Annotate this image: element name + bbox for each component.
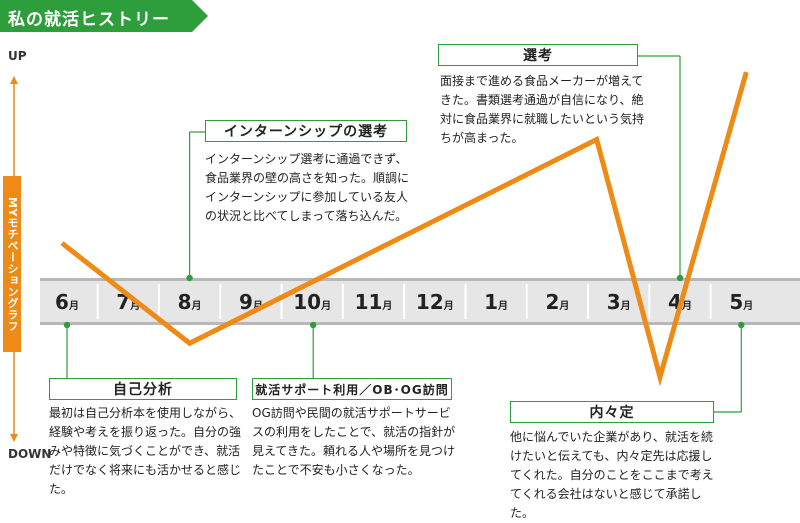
connector-offer-dot [738, 322, 744, 328]
connector-service-dot [310, 322, 316, 328]
connector-intern-dot [186, 275, 192, 281]
annotation-offer-title: 内々定 [510, 401, 714, 423]
annotation-selection-body: 面接まで進める食品メーカーが増えてきた。書類選考通過が自信になり、絶対に食品業界… [440, 72, 650, 148]
axis-up-label: UP [8, 50, 22, 63]
annotation-intern-body: インターンシップ選考に通過できず、食品業界の壁の高さを知った。順調にインターンシ… [205, 150, 413, 226]
annotation-service-body: OG訪問や民間の就活サポートサービスの利用をしたことで、就活の指針が見えてきた。… [252, 404, 458, 480]
annotation-intern-title: インターンシップの選考 [205, 120, 407, 142]
axis-down-label: DOWN [8, 448, 22, 461]
annotation-offer-body: 他に悩んでいた企業があり、就活を続けたいと伝えても、内々定先は応援してくれた。自… [510, 428, 715, 523]
axis-ylabel: MYモチベーショングラフ [3, 176, 21, 352]
month-band-bottom-edge [40, 322, 800, 325]
annotation-service-title: 就活サポート利用／OB･OG訪問 [252, 378, 452, 400]
page-title: 私の就活ヒストリー [8, 5, 170, 30]
annotation-self-title: 自己分析 [49, 378, 237, 400]
annotation-self-body: 最初は自己分析本を使用しながら、経験や考えを振り返った。自分の強みや特徴に気づく… [49, 404, 245, 499]
connector-selection-dot [677, 275, 683, 281]
axis-up-arrow [10, 76, 18, 84]
axis-down-arrow [10, 434, 18, 442]
connector-self-dot [64, 322, 70, 328]
annotation-selection-title: 選考 [438, 44, 638, 66]
title-banner: 私の就活ヒストリー [0, 0, 208, 32]
